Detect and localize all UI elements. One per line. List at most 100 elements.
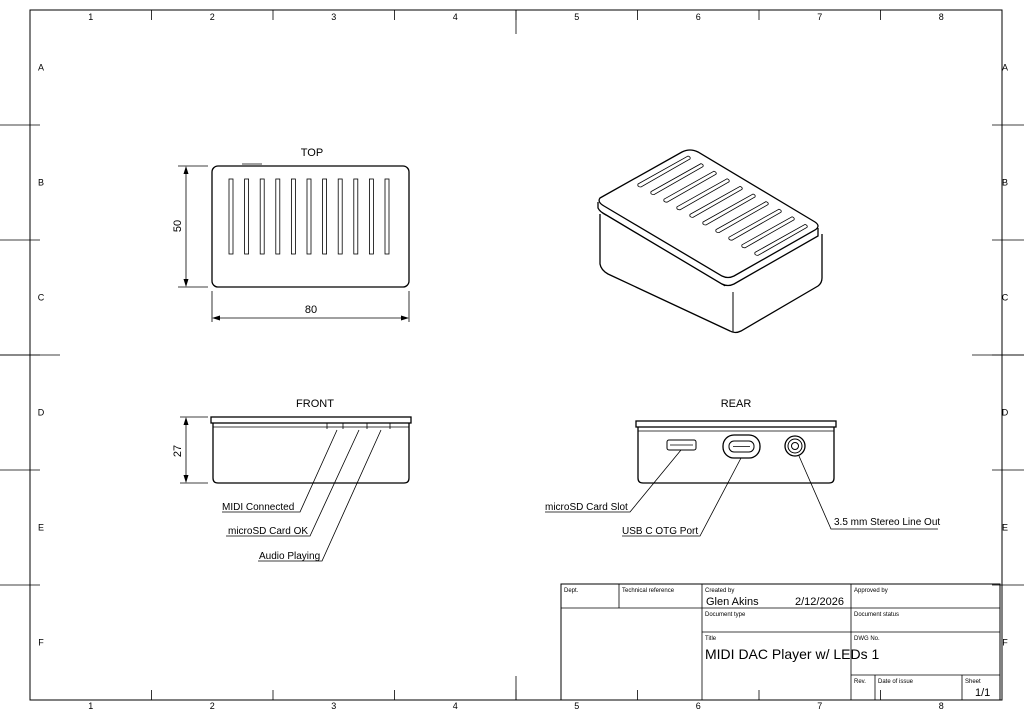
- front-view-label: FRONT: [296, 398, 334, 410]
- dim-arrow: [401, 315, 409, 321]
- leader-midi-connected: [222, 429, 338, 513]
- tb-sheet: 1/1: [975, 687, 990, 699]
- grid-row-label: A: [38, 63, 44, 73]
- grid-column-label: 2: [210, 12, 215, 22]
- vent-slot: [322, 178, 328, 255]
- grid-column-label: 8: [939, 701, 944, 711]
- tb-title: MIDI DAC Player w/ LEDs 1: [705, 646, 879, 662]
- iso-lid-top: [598, 149, 819, 279]
- grid-column-label: 1: [88, 12, 93, 22]
- rear-lid: [635, 420, 837, 428]
- tb-created-by: Glen Akins: [706, 596, 759, 608]
- vent-slot: [275, 178, 281, 255]
- tb-rev-label: Rev.: [854, 679, 866, 685]
- iso-vent-slot: [728, 208, 782, 241]
- iso-vent-slot: [650, 163, 704, 196]
- callout-audio-playing: Audio Playing: [259, 551, 320, 562]
- vent-slot: [306, 178, 312, 255]
- vent-slot: [368, 178, 374, 255]
- grid-row-label: C: [38, 293, 45, 303]
- iso-lid-edge: [597, 202, 819, 287]
- audio-jack-ring: [787, 438, 803, 454]
- rear-view: REAR microSD Card Slot USB C OTG Port 3.…: [545, 398, 940, 537]
- iso-vent-slot: [637, 155, 691, 188]
- grid-row-label: F: [1002, 638, 1008, 648]
- dim-arrow: [183, 166, 189, 174]
- tb-dwg-no-label: DWG No.: [854, 636, 880, 642]
- grid-row-label: F: [38, 638, 44, 648]
- tb-date-of-issue-label: Date of issue: [878, 679, 914, 685]
- vent-slot: [337, 178, 343, 255]
- dim-arrow: [183, 417, 189, 425]
- vent-slot: [353, 178, 359, 255]
- tb-dept-label: Dept.: [564, 588, 579, 594]
- grid-column-label: 7: [817, 701, 822, 711]
- front-body: [212, 423, 410, 484]
- top-vent-slots: [228, 178, 390, 255]
- dim-arrow: [183, 475, 189, 483]
- grid-column-label: 6: [696, 701, 701, 711]
- leader-microsd-ok: [226, 429, 360, 537]
- grid-column-label: 3: [331, 12, 336, 22]
- audio-jack-outer: [784, 435, 806, 457]
- iso-lid-seam: [599, 210, 726, 287]
- iso-vent-slot: [715, 201, 769, 234]
- grid-column-label: 4: [453, 12, 458, 22]
- grid-column-label: 6: [696, 12, 701, 22]
- top-dim-width: 80: [305, 304, 317, 316]
- usb-c-port-outer: [722, 434, 761, 459]
- iso-vent-slot: [702, 193, 756, 226]
- grid-row-label: B: [38, 178, 44, 188]
- grid-column-label: 5: [574, 12, 579, 22]
- leader-line-out: [798, 455, 938, 530]
- tb-title-label: Title: [705, 636, 717, 642]
- audio-jack-hole: [791, 442, 799, 450]
- iso-vent-slot: [754, 223, 808, 256]
- grid-column-label: 8: [939, 12, 944, 22]
- tb-approved-by-label: Approved by: [854, 588, 888, 594]
- front-lid: [210, 416, 412, 424]
- tb-sheet-label: Sheet: [965, 679, 981, 685]
- leader-microsd-slot: [545, 449, 682, 513]
- vent-slot: [290, 178, 296, 255]
- top-view-label: TOP: [301, 147, 323, 159]
- vent-slot: [384, 178, 390, 255]
- tb-doc-status-label: Document status: [854, 612, 899, 618]
- sheet-frame: [29, 9, 1003, 701]
- top-view-outline: [211, 165, 410, 288]
- front-view: FRONT 27 MIDI Connected microSD Card OK …: [172, 398, 412, 562]
- grid-row-label: E: [38, 523, 44, 533]
- title-block: Dept. Technical reference Created by Gle…: [560, 583, 1001, 701]
- tb-created-by-label: Created by: [705, 588, 734, 594]
- rear-view-label: REAR: [721, 398, 752, 410]
- tb-doc-type-label: Document type: [705, 612, 746, 618]
- leader-audio-playing: [258, 429, 382, 562]
- grid-row-label: A: [1002, 63, 1008, 73]
- sheet-border: [29, 9, 1003, 701]
- usb-c-port-inner: [728, 440, 755, 453]
- grid-column-label: 5: [574, 701, 579, 711]
- grid-column-label: 1: [88, 701, 93, 711]
- grid-column-label: 7: [817, 12, 822, 22]
- tb-date: 2/12/2026: [795, 596, 844, 608]
- callout-line-out: 3.5 mm Stereo Line Out: [834, 517, 940, 528]
- rear-body: [637, 427, 835, 484]
- grid-row-label: D: [38, 408, 45, 418]
- grid-column-label: 3: [331, 701, 336, 711]
- iso-vent-slot: [741, 216, 795, 249]
- callout-microsd-slot: microSD Card Slot: [545, 502, 628, 513]
- vent-slot: [244, 178, 250, 255]
- top-view: TOP 50 80: [172, 147, 410, 322]
- callout-microsd-ok: microSD Card OK: [228, 526, 308, 537]
- iso-vent-slot: [689, 185, 743, 218]
- grid-row-label: E: [1002, 523, 1008, 533]
- leader-usb-c: [622, 457, 742, 537]
- dim-arrow: [212, 315, 220, 321]
- iso-vent-slot: [663, 170, 717, 203]
- grid-row-label: D: [1002, 408, 1009, 418]
- grid-column-label: 4: [453, 701, 458, 711]
- grid-row-label: B: [1002, 178, 1008, 188]
- isometric-view: [597, 149, 823, 334]
- front-dim-height: 27: [172, 445, 184, 457]
